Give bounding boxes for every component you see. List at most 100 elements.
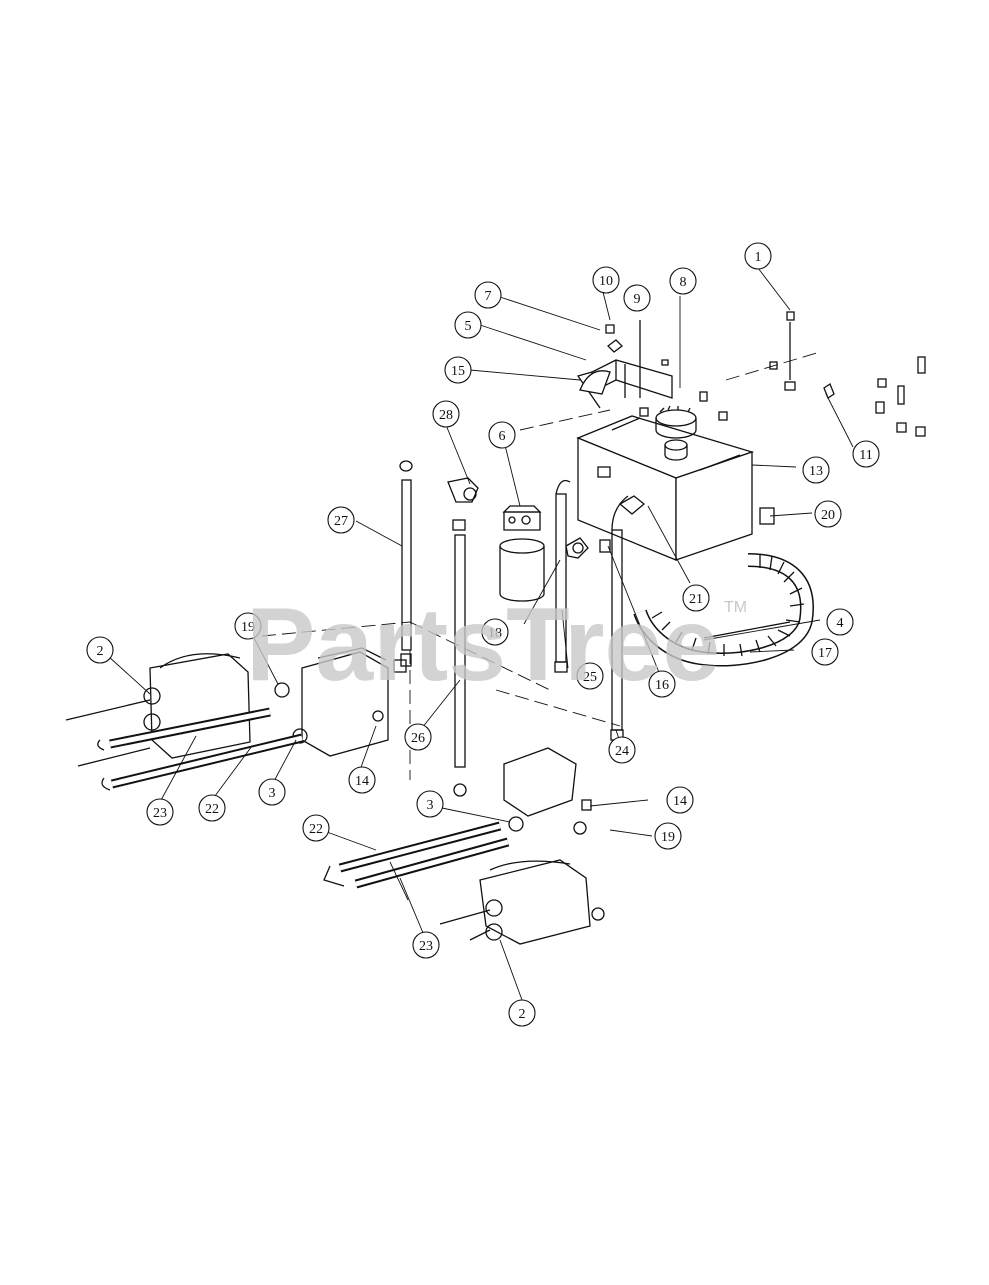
callout-24: 24 (608, 736, 636, 764)
callout-7: 7 (474, 281, 502, 309)
callout-label: 23 (419, 939, 433, 954)
callout-circle (576, 662, 604, 690)
callout-label: 14 (355, 774, 369, 789)
callout-layer: 1223345678910111314141516171819192021222… (86, 242, 880, 1027)
callout-label: 22 (205, 802, 219, 817)
callout-label: 4 (837, 616, 844, 631)
callout-label: 13 (809, 464, 823, 479)
leader-lines (107, 267, 854, 1001)
callout-18: 18 (481, 618, 509, 646)
callout-label: 8 (680, 275, 687, 290)
callout-6: 6 (488, 421, 516, 449)
callout-circle (258, 778, 286, 806)
callout-2: 2 (86, 636, 114, 664)
callout-label: 18 (488, 626, 502, 641)
callout-label: 20 (821, 508, 835, 523)
callout-circle (198, 794, 226, 822)
callout-4: 4 (826, 608, 854, 636)
callout-14: 14 (348, 766, 376, 794)
callout-circle (327, 506, 355, 534)
callout-circle (412, 931, 440, 959)
callout-circle (234, 612, 262, 640)
callout-label: 28 (439, 408, 453, 423)
callout-label: 16 (655, 678, 669, 693)
callout-25: 25 (576, 662, 604, 690)
callout-23: 23 (412, 931, 440, 959)
callout-8: 8 (669, 267, 697, 295)
callout-28: 28 (432, 400, 460, 428)
callout-label: 24 (615, 744, 629, 759)
callout-circle (852, 440, 880, 468)
callout-circle (432, 400, 460, 428)
callout-label: 14 (673, 794, 687, 809)
callout-label: 3 (427, 798, 434, 813)
callout-circle (744, 242, 772, 270)
callout-circle (648, 670, 676, 698)
callout-26: 26 (404, 723, 432, 751)
callout-22: 22 (302, 814, 330, 842)
elbow-fitting-icon (447, 477, 479, 531)
callout-label: 1 (755, 250, 762, 265)
callout-circle (474, 281, 502, 309)
callout-21: 21 (682, 584, 710, 612)
filter-canister-icon (499, 505, 545, 602)
callout-label: 5 (465, 319, 472, 334)
callout-label: 26 (411, 731, 425, 746)
hose-22-23-right-icon (323, 821, 510, 941)
callout-label: 6 (499, 429, 506, 444)
callout-3: 3 (258, 778, 286, 806)
callout-label: 2 (519, 1007, 526, 1022)
callout-19: 19 (654, 822, 682, 850)
callout-label: 10 (599, 274, 613, 289)
callout-19: 19 (234, 612, 262, 640)
callout-15: 15 (444, 356, 472, 384)
callout-circle (481, 618, 509, 646)
callout-label: 3 (269, 786, 276, 801)
callout-circle (302, 814, 330, 842)
callout-circle (682, 584, 710, 612)
hose-22-23-left-icon (65, 699, 304, 791)
callout-5: 5 (454, 311, 482, 339)
callout-10: 10 (592, 266, 620, 294)
callout-circle (814, 500, 842, 528)
callout-circle (623, 284, 651, 312)
tube-25-icon (554, 479, 571, 673)
callout-20: 20 (814, 500, 842, 528)
callout-circle (146, 798, 174, 826)
callout-14: 14 (666, 786, 694, 814)
callout-circle (444, 356, 472, 384)
callout-circle (826, 608, 854, 636)
callout-circle (669, 267, 697, 295)
callout-11: 11 (852, 440, 880, 468)
callout-circle (666, 786, 694, 814)
wheel-motor-right-icon (479, 747, 605, 945)
callout-1: 1 (744, 242, 772, 270)
callout-label: 19 (661, 830, 675, 845)
callout-circle (404, 723, 432, 751)
callout-label: 25 (583, 670, 597, 685)
callout-2: 2 (508, 999, 536, 1027)
callout-circle (508, 999, 536, 1027)
callout-circle (488, 421, 516, 449)
hardware-fasteners-icon (769, 311, 926, 437)
callout-label: 19 (241, 620, 255, 635)
callout-circle (592, 266, 620, 294)
callout-9: 9 (623, 284, 651, 312)
hydraulic-tank-icon (576, 391, 755, 561)
watermark-trademark: TM (724, 599, 747, 616)
callout-circle (86, 636, 114, 664)
callout-17: 17 (811, 638, 839, 666)
callout-label: 17 (818, 646, 832, 661)
callout-label: 11 (859, 448, 872, 463)
reference-lines (261, 351, 821, 780)
callout-23: 23 (146, 798, 174, 826)
tube-26-icon (453, 534, 467, 797)
callout-circle (654, 822, 682, 850)
callout-16: 16 (648, 670, 676, 698)
callout-label: 9 (634, 292, 641, 307)
watermark-text: PartsTree (246, 587, 720, 703)
callout-label: 27 (334, 514, 348, 529)
callout-label: 2 (97, 644, 104, 659)
